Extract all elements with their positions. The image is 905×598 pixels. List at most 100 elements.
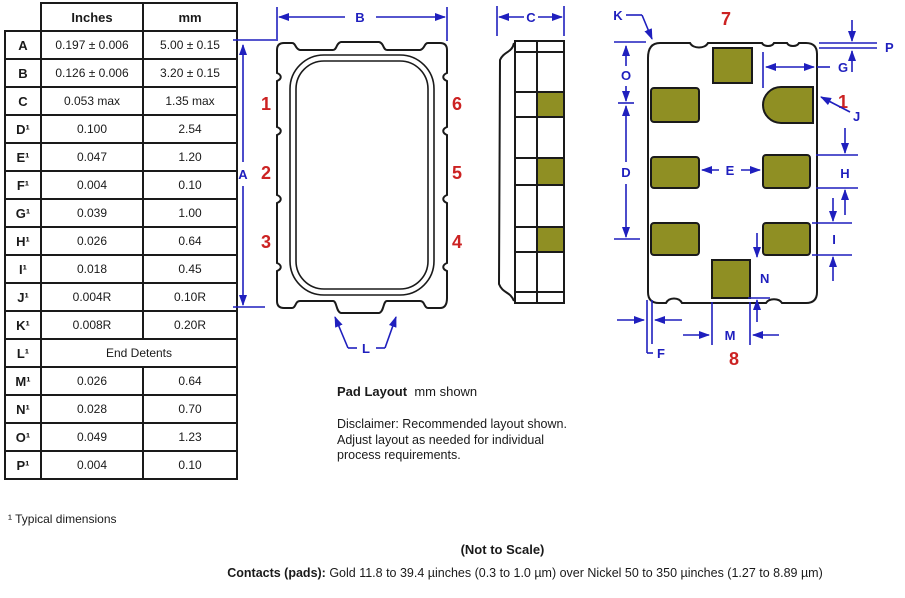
column-header-mm: mm <box>142 2 238 32</box>
value-inches: 0.004 <box>40 170 144 200</box>
row-label: E¹ <box>4 142 42 172</box>
dim-label-g: G <box>838 60 848 75</box>
dimension-k: K <box>613 8 653 40</box>
row-label: I¹ <box>4 254 42 284</box>
dim-label-a: A <box>238 167 248 182</box>
dimension-m: M <box>683 302 779 345</box>
value-mm: 0.10R <box>142 282 238 312</box>
pad-8-bottom-center <box>711 259 751 299</box>
value-mm: 0.45 <box>142 254 238 284</box>
value-mm: 0.10 <box>142 450 238 480</box>
value-inches: 0.047 <box>40 142 144 172</box>
dim-label-k: K <box>613 8 623 23</box>
pin-number-1: 1 <box>261 94 271 114</box>
pin-number-2: 2 <box>261 163 271 183</box>
pad-left-bottom <box>650 222 700 256</box>
contacts-text: Gold 11.8 to 39.4 µinches (0.3 to 1.0 µm… <box>325 566 823 580</box>
dimension-l: L <box>334 316 397 356</box>
seal-ring-outer <box>289 54 435 296</box>
dim-label-l: L <box>362 341 370 356</box>
value-mm: 1.00 <box>142 198 238 228</box>
value-mm: 0.70 <box>142 394 238 424</box>
pad-right-bottom <box>762 222 811 256</box>
pad-left-mid <box>650 156 700 189</box>
dim-label-f: F <box>657 346 665 361</box>
side-contact-pad <box>536 157 565 186</box>
dim-label-p: P <box>885 40 894 55</box>
value-inches: 0.026 <box>40 226 144 256</box>
dimension-e: E <box>701 163 761 178</box>
value-inches: 0.100 <box>40 114 144 144</box>
value-inches: 0.053 max <box>40 86 144 116</box>
row-label: L¹ <box>4 338 42 368</box>
row-label: D¹ <box>4 114 42 144</box>
dimension-n: N <box>748 233 770 322</box>
value-mm: 0.64 <box>142 226 238 256</box>
side-body-profile <box>497 42 515 302</box>
value-mm: 0.10 <box>142 170 238 200</box>
row-label: H¹ <box>4 226 42 256</box>
value-inches: 0.039 <box>40 198 144 228</box>
side-contact-pad <box>536 226 565 253</box>
row-label: A <box>4 30 42 60</box>
side-castellation-grid <box>514 40 565 304</box>
value-mm: 1.20 <box>142 142 238 172</box>
table-header-row: Inches mm <box>5 2 238 32</box>
pin-number-6: 6 <box>452 94 462 114</box>
pad-number-7: 7 <box>721 9 731 29</box>
dim-label-h: H <box>840 166 849 181</box>
dim-label-b: B <box>355 10 364 25</box>
pad-layout-body-outline <box>647 42 818 304</box>
table-footnote: ¹ Typical dimensions <box>8 512 117 526</box>
value-inches: 0.197 ± 0.006 <box>40 30 144 60</box>
dim-label-o: O <box>621 68 631 83</box>
pad-left-top <box>650 87 700 123</box>
disclaimer-text: Disclaimer: Recommended layout shown. Ad… <box>337 417 567 463</box>
column-header-inches: Inches <box>40 2 144 32</box>
row-label: N¹ <box>4 394 42 424</box>
dim-label-n: N <box>760 271 769 286</box>
contacts-note: Contacts (pads): Gold 11.8 to 39.4 µinch… <box>150 566 900 580</box>
pad-right-mid <box>762 154 811 189</box>
dim-label-j: J <box>853 109 860 124</box>
pin-number-4: 4 <box>452 232 462 252</box>
pin-number-3: 3 <box>261 232 271 252</box>
pad-7-top-center <box>712 47 753 84</box>
dimension-b: B <box>276 7 448 41</box>
dim-label-m: M <box>725 328 736 343</box>
row-label: C <box>4 86 42 116</box>
value-mm: 1.23 <box>142 422 238 452</box>
table-corner-cell <box>5 3 41 31</box>
value-inches: 0.028 <box>40 394 144 424</box>
value-mm: 5.00 ± 0.15 <box>142 30 238 60</box>
seal-ring-inner <box>295 60 429 290</box>
row-label: B <box>4 58 42 88</box>
dimension-g: G <box>762 52 848 88</box>
value-inches: 0.004 <box>40 450 144 480</box>
top-view-drawing: B A L 1 2 3 6 5 4 <box>233 7 462 356</box>
side-view-drawing: C <box>496 6 565 304</box>
value-end-detents: End Detents <box>40 338 238 368</box>
dimension-f: F <box>617 300 682 361</box>
pad-number-1: 1 <box>838 92 848 112</box>
pad-layout-caption: Pad Layout mm shown <box>337 384 477 399</box>
contacts-label: Contacts (pads): <box>227 566 326 580</box>
value-inches: 0.008R <box>40 310 144 340</box>
row-label: O¹ <box>4 422 42 452</box>
value-inches: 0.004R <box>40 282 144 312</box>
side-contact-pad <box>536 91 565 118</box>
pin-number-5: 5 <box>452 163 462 183</box>
row-label: M¹ <box>4 366 42 396</box>
value-mm: 0.20R <box>142 310 238 340</box>
row-label: F¹ <box>4 170 42 200</box>
